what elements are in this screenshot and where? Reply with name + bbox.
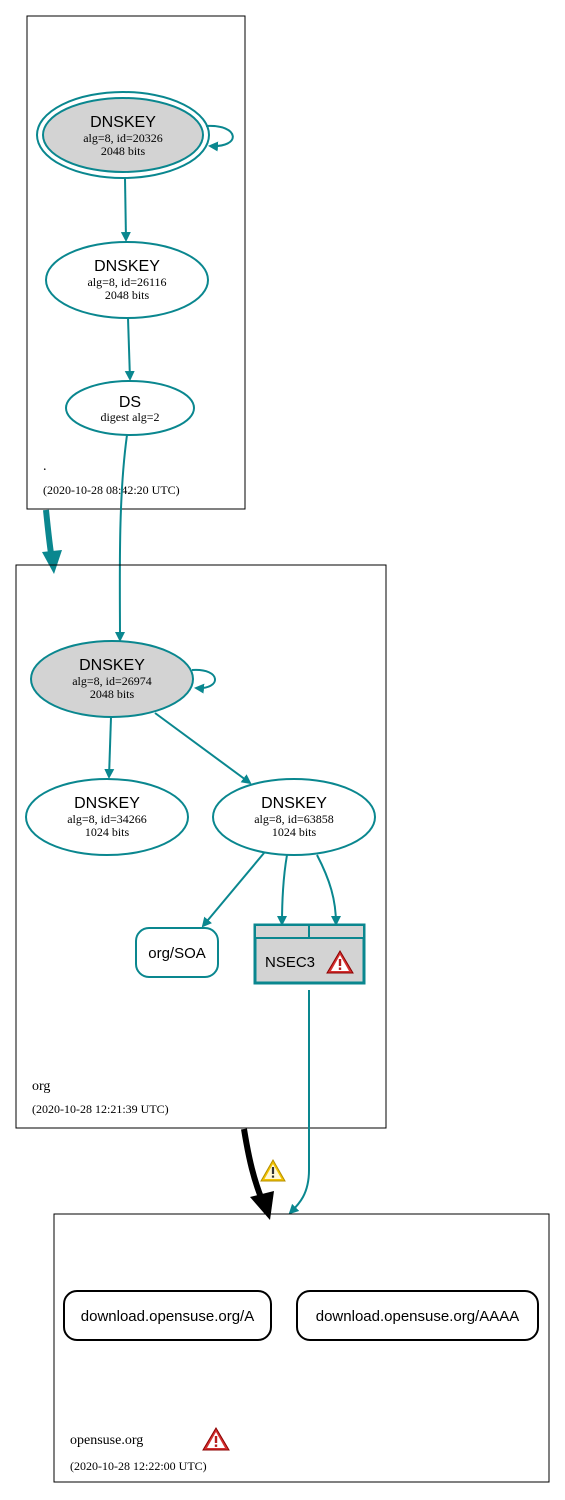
nsec3-node[interactable]: NSEC3 — [253, 923, 366, 985]
dnskey-node-root-zsk[interactable]: DNSKEY alg=8, id=26116 2048 bits — [45, 241, 209, 319]
node-detail: 2048 bits — [101, 144, 146, 158]
node-detail: 2048 bits — [90, 687, 135, 701]
node-detail: alg=8, id=26974 — [72, 674, 152, 688]
zone-root: . (2020-10-28 08:42:20 UTC) — [26, 15, 246, 510]
rrset-label: org/SOA — [148, 945, 206, 962]
node-detail: 2048 bits — [105, 288, 150, 302]
node-detail: 1024 bits — [272, 825, 317, 839]
signature-edge — [104, 716, 115, 779]
node-detail: alg=8, id=20326 — [83, 131, 163, 145]
ds-digest-edge — [114, 434, 128, 642]
zone-timestamp-org: (2020-10-28 12:21:39 UTC) — [32, 1102, 169, 1116]
zone-name-opensuse: opensuse.org — [70, 1433, 143, 1448]
signature-edge — [120, 177, 131, 242]
signature-edge — [154, 712, 252, 785]
rrset-node-aaaa[interactable]: download.opensuse.org/AAAA — [296, 1290, 539, 1341]
zone-timestamp-root: (2020-10-28 08:42:20 UTC) — [43, 483, 180, 497]
ds-node-org[interactable]: DS digest alg=2 — [65, 380, 195, 436]
delegation-arrowhead — [250, 1191, 274, 1220]
dnskey-node-org-ksk[interactable]: DNSKEY alg=8, id=26974 2048 bits — [30, 640, 194, 718]
warning-icon — [202, 1427, 230, 1451]
node-title: DNSKEY — [94, 258, 160, 275]
rrset-node-a[interactable]: download.opensuse.org/A — [63, 1290, 272, 1341]
node-detail: digest alg=2 — [100, 410, 159, 424]
nsec3-label: NSEC3 — [265, 954, 315, 971]
rrset-label: download.opensuse.org/A — [81, 1308, 254, 1325]
zone-name-org: org — [32, 1079, 50, 1094]
dnskey-node-org-63858[interactable]: DNSKEY alg=8, id=63858 1024 bits — [212, 778, 376, 856]
node-title: DNSKEY — [74, 795, 140, 812]
node-title: DNSKEY — [261, 795, 327, 812]
node-detail: alg=8, id=26116 — [87, 275, 166, 289]
self-sign-edge — [205, 124, 234, 152]
signature-edge — [124, 317, 135, 381]
warning-icon — [326, 950, 354, 974]
node-detail: alg=8, id=63858 — [254, 812, 334, 826]
rrset-label: download.opensuse.org/AAAA — [316, 1308, 519, 1325]
zone-opensuse: opensuse.org (2020-10-28 12:22:00 UTC) — [53, 1213, 550, 1483]
node-title: DNSKEY — [79, 657, 145, 674]
dnskey-node-org-34266[interactable]: DNSKEY alg=8, id=34266 1024 bits — [25, 778, 189, 856]
dnskey-node-root-ksk[interactable]: DNSKEY alg=8, id=20326 2048 bits — [36, 91, 210, 179]
node-detail: 1024 bits — [85, 825, 130, 839]
node-title: DS — [119, 394, 141, 411]
nsec3-denial-edge — [288, 990, 311, 1215]
node-title: DNSKEY — [90, 114, 156, 131]
signature-edge — [201, 852, 265, 928]
rrset-node-org-soa[interactable]: org/SOA — [135, 927, 219, 978]
delegation-edge-org-opensuse — [241, 1128, 265, 1202]
zone-name-root: . — [43, 459, 47, 474]
signature-edge — [316, 854, 341, 926]
delegation-arrowhead — [42, 550, 62, 574]
signature-edge — [277, 854, 288, 926]
self-sign-edge — [191, 668, 216, 694]
node-detail: alg=8, id=34266 — [67, 812, 147, 826]
zone-timestamp-opensuse: (2020-10-28 12:22:00 UTC) — [70, 1459, 207, 1473]
zone-org: org (2020-10-28 12:21:39 UTC) — [15, 564, 387, 1129]
delegation-warning-icon — [260, 1158, 286, 1182]
